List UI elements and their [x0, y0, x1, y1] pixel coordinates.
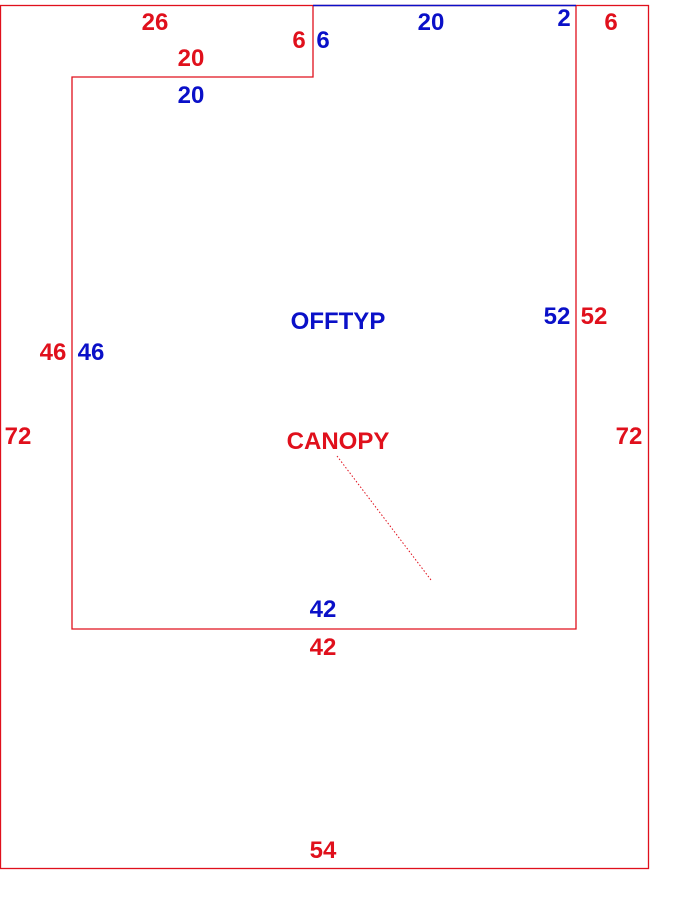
dim-inner-top-blue: 20: [418, 9, 445, 36]
area-label-canopy: CANOPY: [287, 428, 390, 455]
dim-inner-left-red: 46: [40, 339, 67, 366]
dim-inner-bottom-blue: 42: [310, 596, 337, 623]
dim-step-red-horizontal: 20: [178, 45, 205, 72]
dim-inner-right-blue: 52: [544, 303, 571, 330]
dim-outer-top-left: 26: [142, 9, 169, 36]
dim-outer-left: 72: [5, 423, 32, 450]
dim-inner-bottom-red: 42: [310, 634, 337, 661]
dim-outer-top-right: 6: [604, 9, 617, 36]
dim-inner-left-blue: 46: [78, 339, 105, 366]
dim-inner-top-right-blue: 2: [557, 5, 570, 32]
canopy-leader-line: [336, 455, 432, 581]
dim-step-red-vertical: 6: [292, 27, 305, 54]
dim-outer-right: 72: [616, 423, 643, 450]
dim-step-blue-horizontal: 20: [178, 82, 205, 109]
dim-outer-bottom: 54: [310, 837, 337, 864]
area-label-offtyp: OFFTYP: [291, 308, 386, 335]
dim-step-blue-vertical: 6: [316, 27, 329, 54]
dim-inner-right-red: 52: [581, 303, 608, 330]
inner-red-outline: [71, 5, 577, 630]
